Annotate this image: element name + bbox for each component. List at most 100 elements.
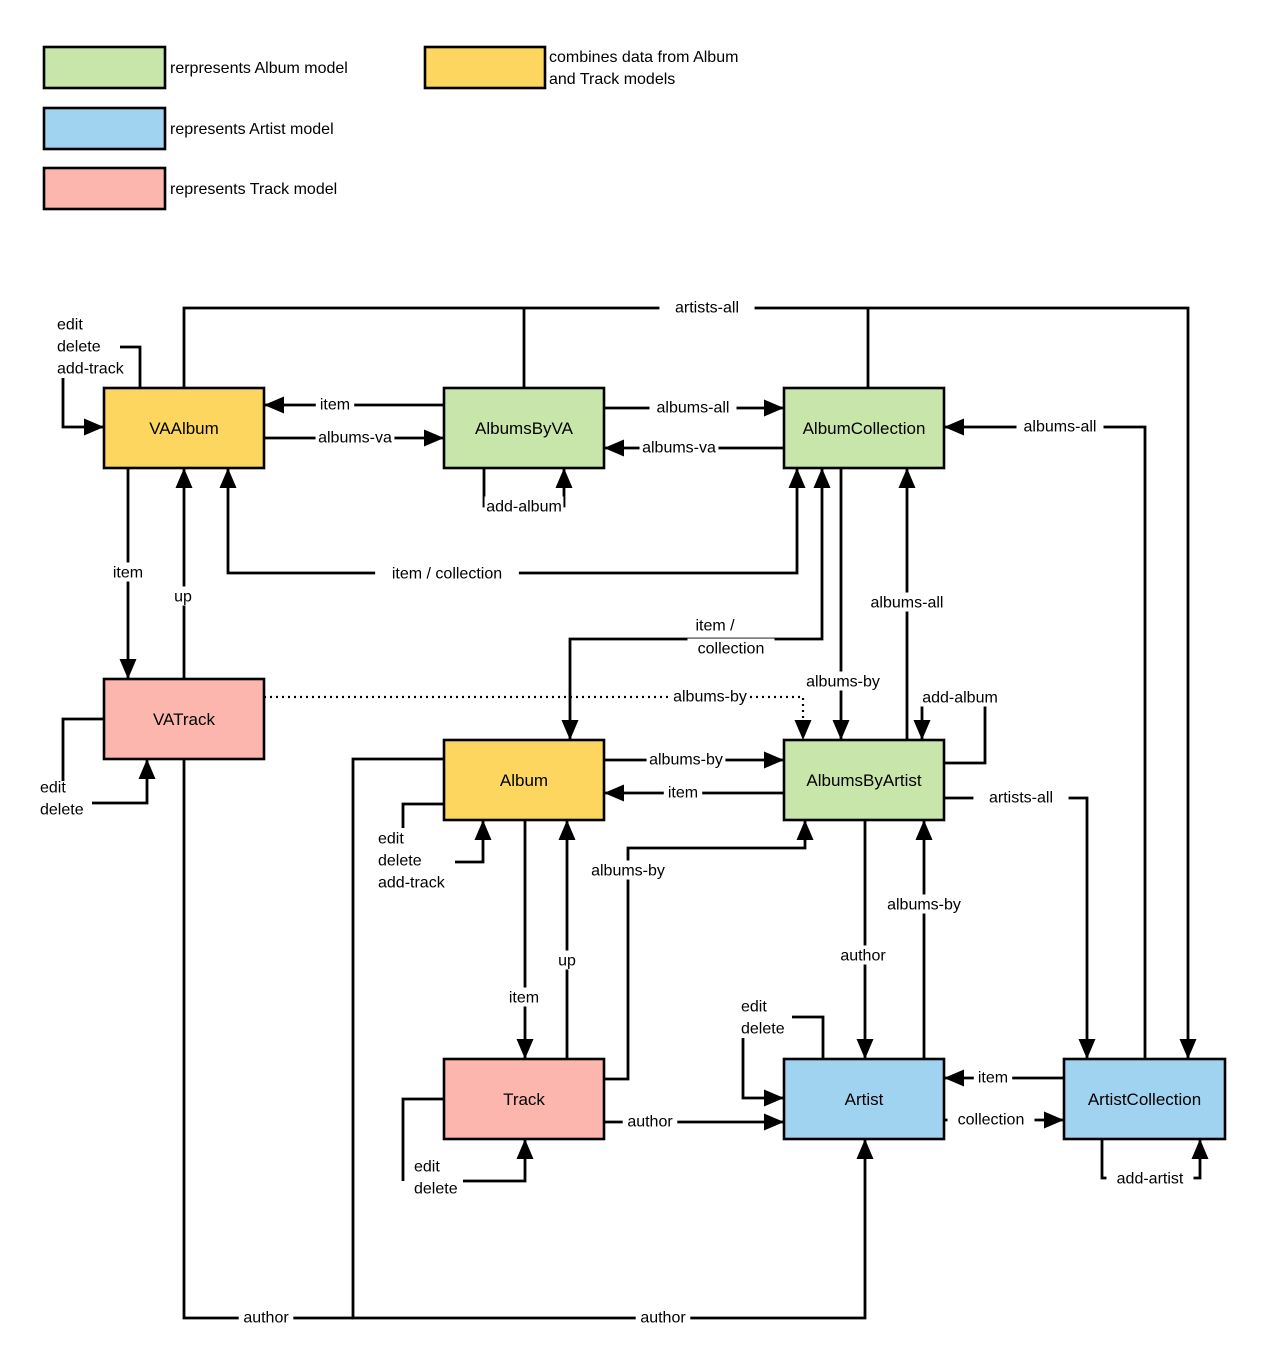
arrowhead-author-album-to-artist — [856, 1139, 874, 1159]
node-artistcollection — [1062, 1057, 1227, 1141]
edge-label-item-collection-album-albumcollection: item / — [695, 618, 735, 635]
node-albumsbyartist — [782, 738, 946, 822]
node-label-albumsbyartist: AlbumsByArtist — [806, 771, 922, 790]
edge-label-bg — [659, 297, 755, 317]
arrowhead-albums-all-albumsbyva-to-albumcollection — [764, 399, 784, 417]
arrowhead-author-albumsbyartist-to-artist — [856, 1039, 874, 1059]
edge-label-bg — [635, 1307, 691, 1327]
arrowhead-albums-by-albumcollection-to-albumsbyartist — [832, 720, 850, 740]
edge-label-bg — [504, 987, 544, 1007]
edge-label-bg — [803, 671, 883, 691]
edge-label-item-artistcollection-to-artist: item — [978, 1070, 1008, 1087]
note-vaalbum-actions-add-track: add-track — [57, 361, 125, 378]
edge-label-albums-va-vaalbum-to-albumsbyva: albums-va — [318, 430, 392, 447]
edge-label-bg — [884, 894, 964, 914]
arrowhead-add-artist-loop-artistcollection — [1191, 1139, 1209, 1159]
node-label-vaalbum: VAAlbum — [149, 419, 219, 438]
edge-label-albums-by-vatrack-to-albumsbyartist: albums-by — [673, 689, 747, 706]
note-album-actions-edit: edit — [378, 831, 404, 848]
arrowhead-add-album-loop-albumsbyartist — [913, 720, 931, 740]
edge-label-collection-artist-to-artistcollection: collection — [958, 1112, 1025, 1129]
node-vatrack — [102, 677, 266, 761]
edge-label-bg — [238, 1307, 294, 1327]
legend-label-album: rerpresents Album model — [170, 60, 348, 77]
arrowhead-albums-by-vatrack-to-albumsbyartist — [794, 720, 812, 740]
arrowhead-edit-arrow-artist — [764, 1089, 784, 1107]
note-track-actions-edit: edit — [414, 1159, 440, 1176]
edge-label-author-album-to-artist: author — [640, 1310, 686, 1327]
legend-swatch-artist — [42, 106, 167, 151]
edge-label-bg — [973, 787, 1069, 807]
arrowhead-start-item-collection-vaalbum-albumcollection — [219, 468, 237, 488]
arrowhead-albums-va-vaalbum-to-albumsbyva — [424, 429, 444, 447]
node-track — [442, 1057, 606, 1141]
arrowhead-collection-artist-to-artistcollection — [1044, 1111, 1064, 1129]
note-vatrack-actions-edit: edit — [40, 780, 66, 797]
arrowhead-edit-arrow-vaalbum — [84, 418, 104, 436]
arrowhead-artists-all-albumsbyartist-to-artistcollection — [1078, 1039, 1096, 1059]
edge-edit-elbow-track — [401, 1097, 444, 1181]
arrowhead-up-track-to-album — [558, 820, 576, 840]
arrowhead-item-vaalbum-to-vatrack — [119, 659, 137, 679]
edge-label-bg — [687, 638, 775, 658]
legend-swatch-track — [42, 166, 167, 211]
edge-label-item-collection-album-albumcollection: collection — [698, 641, 765, 658]
edge-label-bg — [639, 437, 719, 457]
edge-label-bg — [171, 586, 195, 606]
edge-label-artists-all-main: artists-all — [675, 300, 739, 317]
legend-swatch-combined — [423, 45, 547, 90]
note-track-actions-delete: delete — [414, 1181, 458, 1198]
arrowhead-item-album-to-track — [516, 1039, 534, 1059]
edge-label-albums-va-albumcollection-to-albumsbyva: albums-va — [642, 440, 716, 457]
edge-label-bg — [375, 563, 519, 583]
edge-label-bg — [555, 950, 579, 970]
edge-label-bg — [649, 397, 737, 417]
edge-label-bg — [622, 1111, 678, 1131]
edge-label-bg — [646, 749, 726, 769]
note-vaalbum-actions-delete: delete — [57, 339, 101, 356]
edge-label-item-vaalbum-to-vatrack: item — [113, 565, 143, 582]
arrowhead-albums-by-track-to-albumsbyartist — [796, 820, 814, 840]
arrowhead-item-albumsbyartist-to-album — [604, 784, 624, 802]
edge-label-item-album-to-track: item — [509, 990, 539, 1007]
edge-edit-elbow-vaalbum — [120, 345, 142, 388]
node-vaalbum — [102, 386, 266, 470]
arrowhead-start-item-collection-album-albumcollection — [561, 720, 579, 740]
edge-label-add-artist-loop-artistcollection: add-artist — [1117, 1171, 1184, 1188]
edge-author-album-to-artist — [351, 757, 867, 1320]
node-label-artistcollection: ArtistCollection — [1088, 1090, 1201, 1109]
edge-label-author-albumsbyartist-to-artist: author — [840, 948, 886, 965]
edge-label-bg — [315, 427, 395, 447]
note-artist-actions-delete: delete — [741, 1021, 785, 1038]
edge-label-item-collection-vaalbum-albumcollection: item / collection — [392, 566, 502, 583]
note-album-actions-delete: delete — [378, 853, 422, 870]
node-label-albumcollection: AlbumCollection — [803, 419, 926, 438]
edge-label-bg — [1016, 416, 1104, 436]
edge-label-author-vatrack-join: author — [243, 1310, 289, 1327]
edge-label-albums-all-albumsbyva-to-albumcollection: albums-all — [657, 400, 730, 417]
legend-label-combined: combines data from Album — [549, 49, 738, 66]
edge-edit-elbow-vatrack — [61, 717, 104, 781]
edge-label-bg — [920, 687, 1000, 707]
arrowhead-edit-arrow-vatrack — [138, 759, 156, 779]
legend-label-track: represents Track model — [170, 181, 337, 198]
node-albumsbyva — [442, 386, 606, 470]
arrowhead-albums-by-album-to-albumsbyartist — [764, 751, 784, 769]
note-artist-actions-edit: edit — [741, 999, 767, 1016]
edge-label-bg — [687, 615, 743, 635]
legend-swatch-album — [42, 45, 167, 90]
edge-label-up-track-to-album: up — [558, 953, 576, 970]
node-album — [442, 738, 606, 822]
arrowhead-item-collection-vaalbum-albumcollection — [788, 468, 806, 488]
arrowhead-up-vatrack-to-vaalbum — [175, 468, 193, 488]
edge-label-author-track-to-artist: author — [627, 1114, 673, 1131]
legend-label-artist: represents Artist model — [170, 121, 334, 138]
edge-edit-elbow-artist — [792, 1015, 825, 1059]
edge-label-bg — [663, 782, 703, 802]
edge-label-bg — [947, 1109, 1035, 1129]
arrowhead-artists-all-main — [1179, 1039, 1197, 1059]
edge-label-item-albumsbyva-to-vaalbum: item — [320, 397, 350, 414]
edge-label-bg — [315, 394, 355, 414]
edge-label-bg — [484, 496, 564, 516]
node-label-vatrack: VATrack — [153, 710, 216, 729]
